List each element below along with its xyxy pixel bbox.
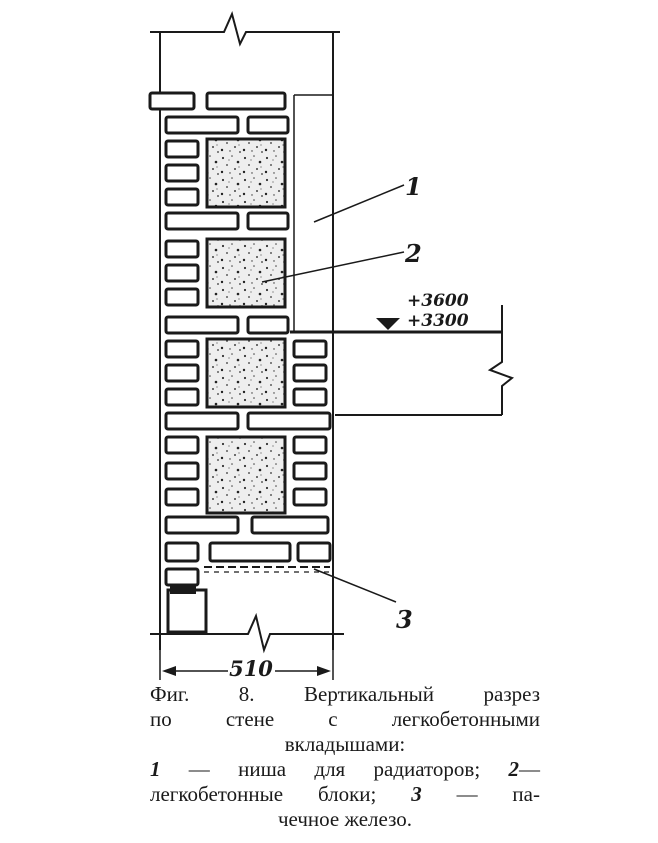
brick-masonry [148, 91, 332, 587]
elevation-top-label: +3600 [407, 291, 469, 311]
caption-line: чечное железо. [277, 807, 413, 831]
brick [246, 315, 290, 335]
brick [164, 487, 200, 507]
brick [164, 461, 200, 481]
brick [164, 515, 240, 535]
brick [164, 411, 240, 431]
caption-legend-line: легкобетонные блоки; 3 — па- [150, 782, 540, 807]
brick [205, 91, 287, 111]
brick [164, 287, 200, 307]
legend-number: 2 [508, 757, 520, 781]
brick [164, 387, 200, 407]
brick [292, 487, 328, 507]
label-2: 2 [404, 239, 422, 268]
brick [164, 541, 200, 563]
wall-section-drawing: 1 2 3 +3600 +3300 510 [148, 11, 515, 680]
brick [164, 435, 200, 455]
dimension-line [159, 650, 334, 680]
brick [164, 211, 240, 231]
caption-line: по стене с легкобетонными [150, 707, 540, 731]
legend-text: легкобетонные блоки; [150, 782, 412, 806]
bottom-break-line [150, 612, 344, 654]
legend-text: — [519, 757, 540, 781]
light-concrete-blocks [205, 137, 287, 515]
brick [208, 541, 292, 563]
concrete-block [205, 237, 287, 309]
legend-text: — ниша для радиаторов; [160, 757, 509, 781]
elevation-marker-icon [376, 318, 400, 330]
brick [292, 461, 328, 481]
brick [164, 139, 200, 159]
slab-break-line [487, 305, 515, 415]
floor-slab [290, 305, 515, 416]
brick [292, 435, 328, 455]
brick [250, 515, 330, 535]
top-break-line [150, 11, 340, 47]
brick [246, 115, 290, 135]
brick [246, 411, 332, 431]
arrow-left-icon [162, 666, 176, 676]
arrow-right-icon [317, 666, 331, 676]
brick [164, 163, 200, 183]
brick [164, 239, 200, 259]
dimension-label: 510 [229, 656, 273, 680]
base-block [166, 588, 208, 634]
brick [164, 339, 200, 359]
leader-line-3 [313, 568, 397, 603]
brick [164, 567, 200, 587]
brick [164, 187, 200, 207]
legend-number: 1 [150, 757, 161, 781]
leader-line-1 [313, 184, 405, 223]
brick [292, 363, 328, 383]
legend-number: 3 [411, 782, 422, 806]
brick [246, 211, 290, 231]
label-1: 1 [405, 172, 422, 201]
concrete-block [205, 137, 287, 209]
figure-caption: Фиг. 8. Вертикальный разрез по стене с л… [150, 682, 540, 832]
elevation-bottom-label: +3300 [407, 311, 469, 331]
label-3: 3 [396, 605, 413, 634]
base-cap [170, 586, 196, 594]
leader-line-2 [261, 251, 405, 283]
brick [296, 541, 332, 563]
brick [148, 91, 196, 111]
brick [292, 339, 328, 359]
brick [164, 263, 200, 283]
brick [164, 363, 200, 383]
concrete-block [205, 435, 287, 515]
brick [164, 315, 240, 335]
brick [164, 115, 240, 135]
caption-line: Фиг. 8. Вертикальный разрез [150, 682, 540, 706]
caption-legend-line: 1 — ниша для радиаторов; 2— [150, 757, 540, 782]
concrete-block [205, 337, 287, 409]
brick [292, 387, 328, 407]
legend-text: — па- [421, 782, 540, 806]
caption-line: вкладышами: [284, 732, 406, 756]
